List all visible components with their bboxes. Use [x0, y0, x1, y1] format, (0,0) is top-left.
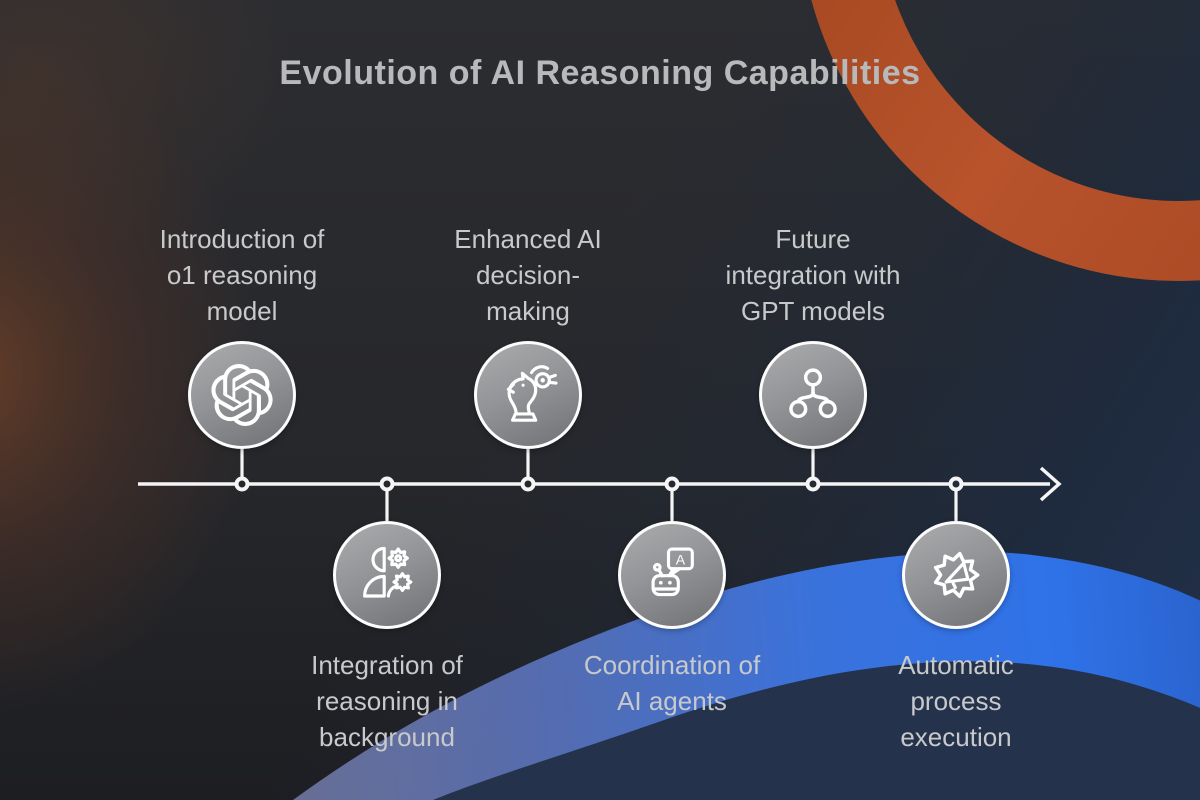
timeline-dot — [805, 476, 821, 492]
node-label-coordination-agents: Coordination of AI agents — [583, 650, 761, 716]
orange-ring-arc — [811, 0, 1200, 281]
robot-chat-bubble-icon: A — [651, 547, 694, 597]
node-label-automatic-execution: Automatic process execution — [898, 650, 1014, 752]
node-circle-robot-chat: A — [618, 521, 726, 629]
node-label-reasoning-background: Integration of reasoning in background — [311, 650, 463, 752]
node-label-introduction-o1: Introduction of o1 reasoning model — [159, 224, 325, 326]
node-label-enhanced-decision: Enhanced AI decision- making — [454, 224, 602, 326]
node-circle-chess-knight — [474, 341, 582, 449]
gear-megaphone-icon — [933, 551, 980, 599]
navy-under-band — [433, 661, 1200, 800]
node-circle-openai — [188, 341, 296, 449]
timeline-arrowhead-icon — [1039, 466, 1062, 502]
timeline-dot — [664, 476, 680, 492]
node-circle-person-gears — [333, 521, 441, 629]
node-circle-gear-megaphone — [902, 521, 1010, 629]
timeline-dot — [948, 476, 964, 492]
bubble-letter-a: A — [676, 552, 686, 568]
timeline — [138, 449, 1062, 521]
timeline-dot — [520, 476, 536, 492]
node-label-future-gpt: Future integration with GPT models — [725, 224, 901, 326]
network-nodes-icon — [789, 368, 837, 419]
openai-logo-icon — [211, 364, 273, 426]
chess-knight-eye-icon — [506, 365, 558, 422]
timeline-dot — [379, 476, 395, 492]
node-circle-network — [759, 341, 867, 449]
page-title: Evolution of AI Reasoning Capabilities — [279, 54, 921, 92]
person-gears-icon — [363, 546, 413, 598]
timeline-dot — [234, 476, 250, 492]
